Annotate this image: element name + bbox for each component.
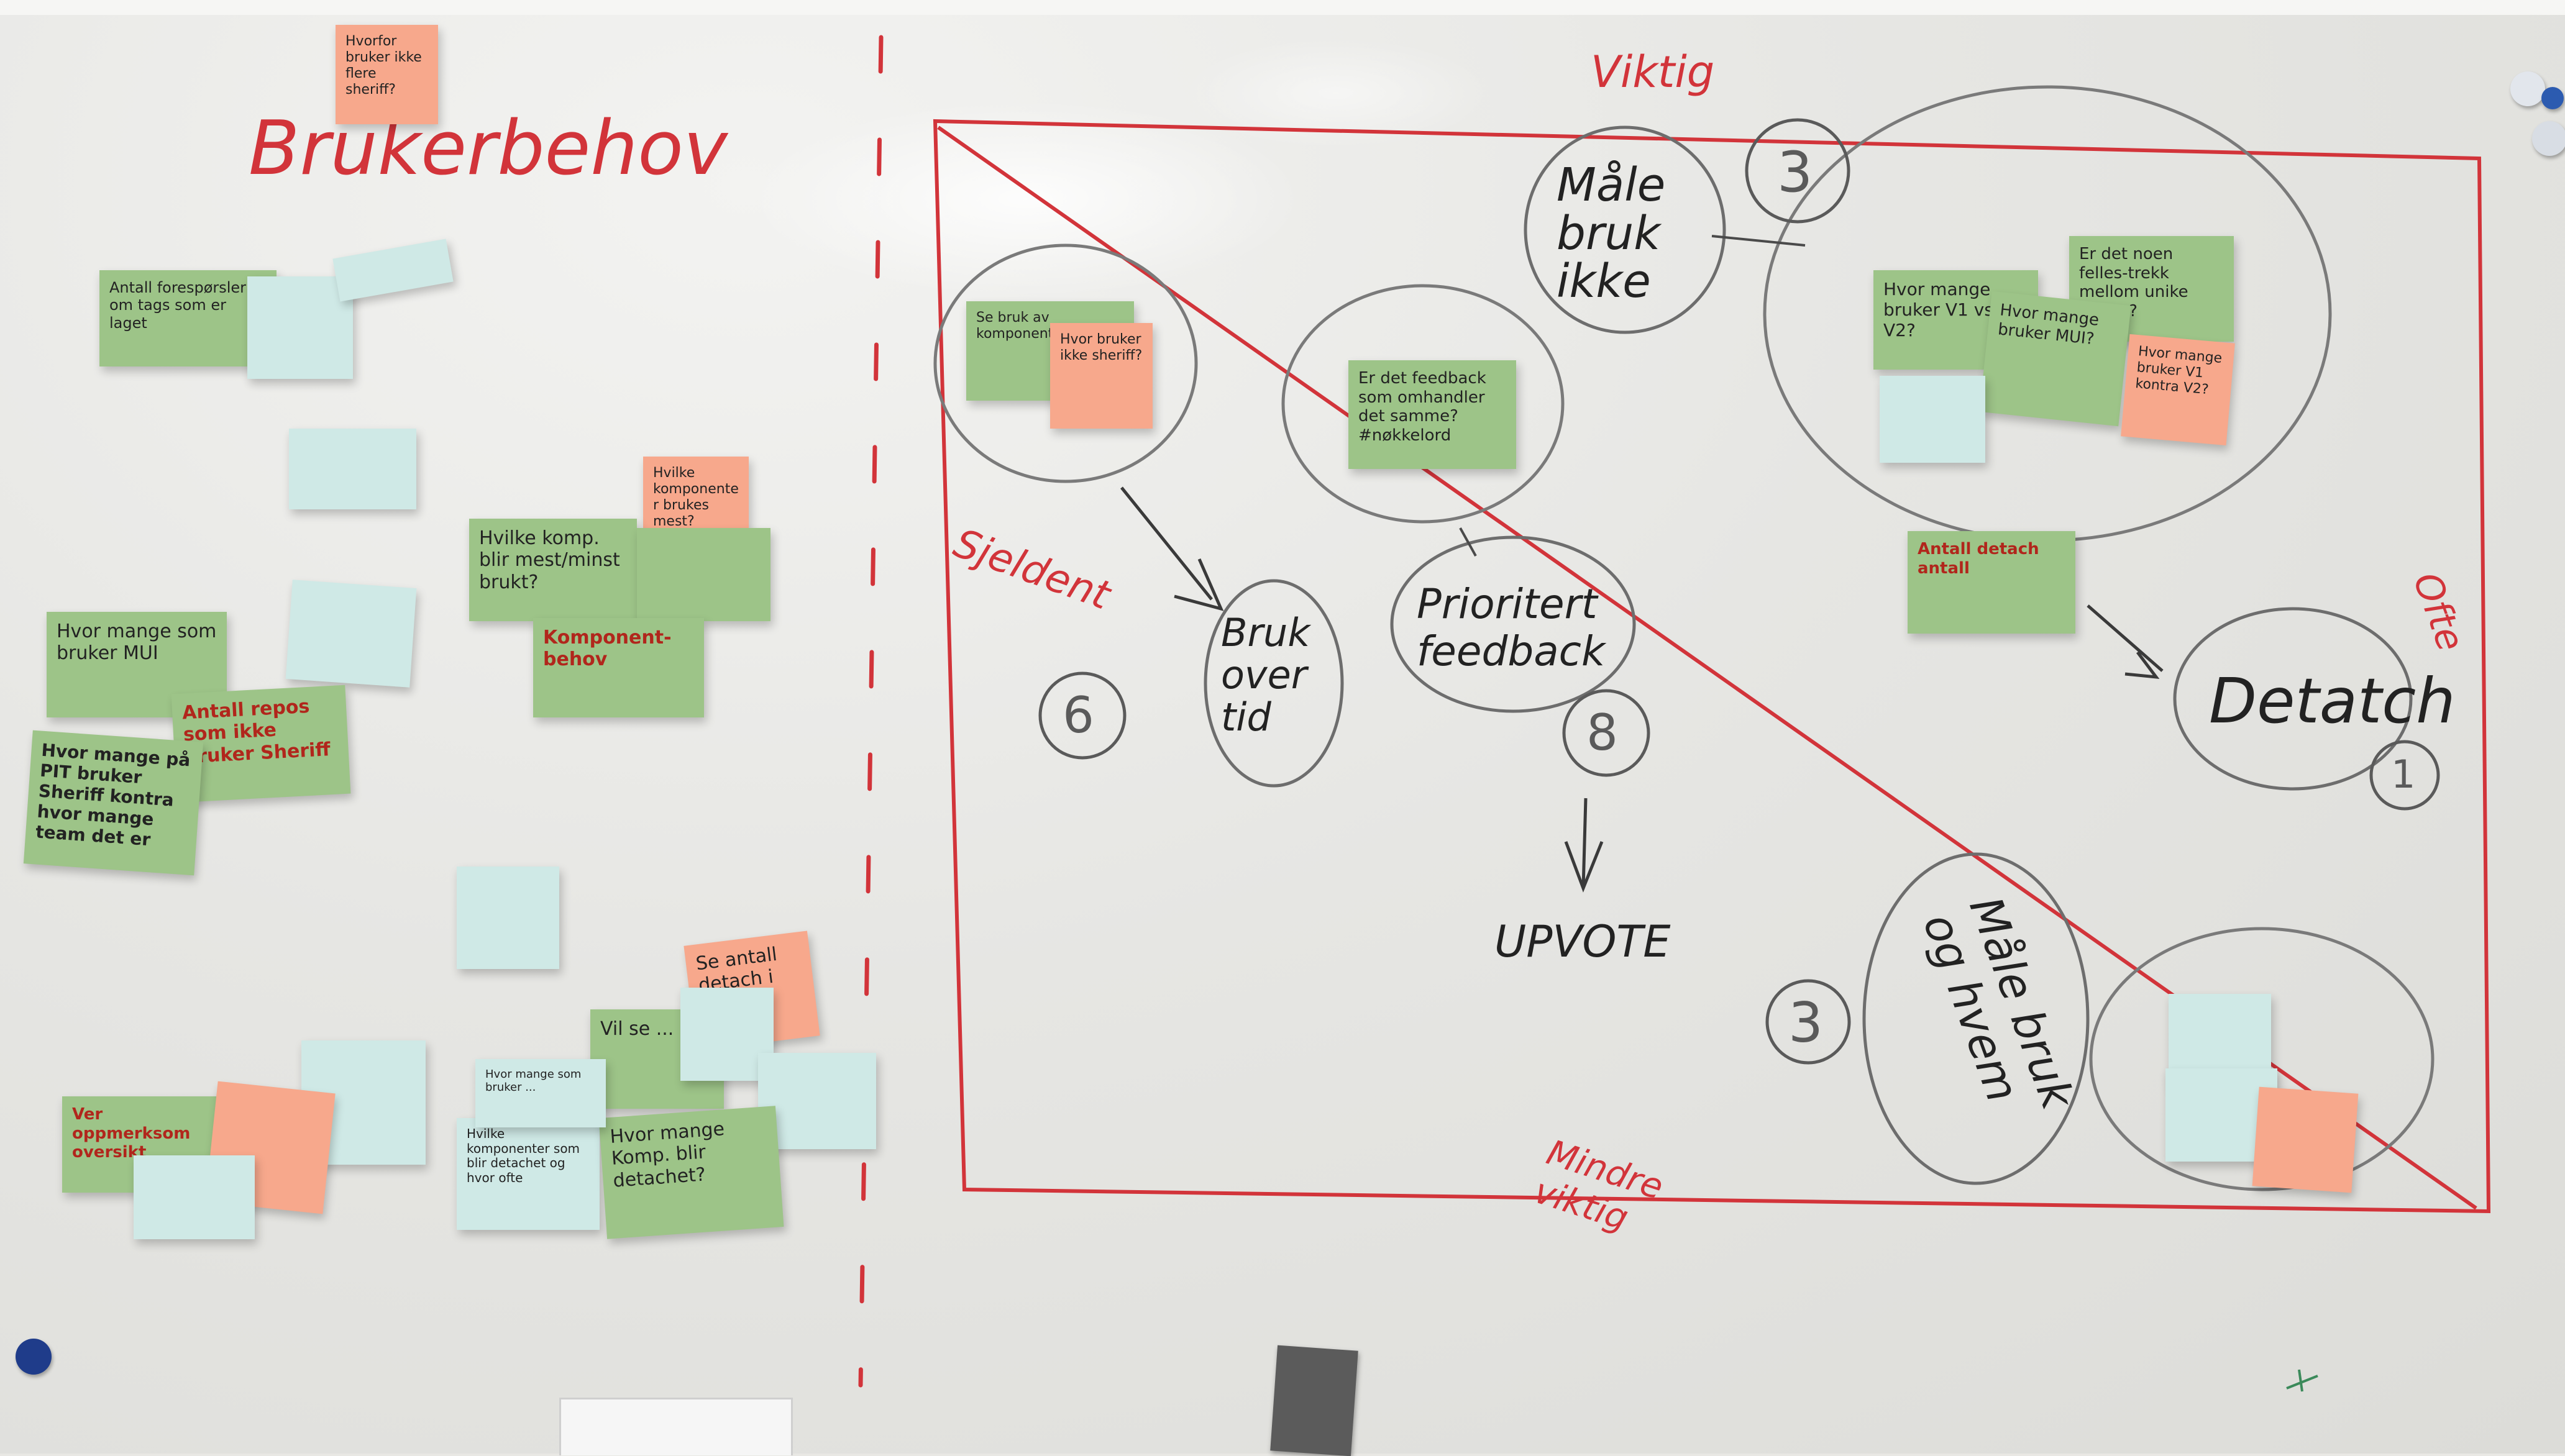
- label-male-bruk-ikke: Måle bruk ikke: [1557, 158, 1666, 309]
- sticky-note[interactable]: [289, 429, 416, 509]
- cluster-circle-male-hvem: [1862, 852, 2090, 1185]
- number-circle-3-bottom: [1765, 979, 1851, 1065]
- sticky-note[interactable]: [758, 1053, 876, 1149]
- sticky-note[interactable]: Hvor mange som bruker ...: [475, 1059, 606, 1127]
- sticky-note[interactable]: Komponent-behov: [533, 618, 704, 717]
- label-bruk-over-tid: Bruk over tid: [1221, 610, 1310, 740]
- label-upvote: UPVOTE: [1494, 916, 1671, 967]
- sticky-note[interactable]: Hvor bruker ikke sheriff?: [1050, 323, 1153, 429]
- cluster-circle-bottom-right: [2089, 927, 2435, 1191]
- cluster-circle-se-bruk: [933, 243, 1198, 483]
- sticky-note[interactable]: Hvilke komp. blir mest/minst brukt?: [469, 519, 637, 621]
- sticky-note[interactable]: [134, 1155, 255, 1239]
- magnet-icon[interactable]: [2541, 87, 2564, 109]
- number-circle-3-top: [1745, 118, 1850, 224]
- cluster-circle-bruk-over-tid: [1204, 579, 1344, 788]
- marker-tray: [559, 1398, 793, 1455]
- number-circle-6: [1038, 671, 1127, 760]
- sticky-note[interactable]: Hvor mange på PIT bruker Sheriff kontra …: [23, 730, 204, 876]
- magnet-icon[interactable]: [2532, 121, 2565, 156]
- number-6: 6: [1063, 686, 1094, 744]
- cluster-circle-prioritert: [1390, 535, 1636, 713]
- connector-line: [1459, 527, 1477, 557]
- sticky-note[interactable]: [247, 276, 353, 379]
- number-circle-1: [2369, 740, 2440, 811]
- sticky-note[interactable]: Er det feedback som omhandler det samme?…: [1348, 360, 1516, 469]
- number-circle-8: [1562, 689, 1650, 777]
- sticky-note[interactable]: [637, 528, 770, 621]
- arrow-to-detatch: [2087, 604, 2164, 680]
- arrow-to-upvote: [1564, 798, 1604, 893]
- eraser[interactable]: [1270, 1345, 1358, 1456]
- sticky-note[interactable]: Hvor mange Komp. blir detachet?: [598, 1106, 784, 1239]
- whiteboard-top-frame: [0, 0, 2565, 15]
- sticky-note[interactable]: [457, 867, 559, 969]
- number-1: 1: [2391, 752, 2416, 797]
- number-8: 8: [1586, 704, 1618, 762]
- sticky-note[interactable]: Antall detach antall: [1908, 531, 2075, 634]
- magnet-icon[interactable]: [2510, 71, 2545, 106]
- sticky-note[interactable]: Hvorfor bruker ikke flere sheriff?: [336, 25, 438, 124]
- cluster-circle-detatch: [2173, 607, 2413, 791]
- sticky-note[interactable]: Hvor mange bruker MUI?: [1979, 291, 2131, 427]
- sticky-note[interactable]: [2252, 1086, 2359, 1193]
- label-detatch: Detatch: [2209, 665, 2456, 737]
- sticky-note[interactable]: Antall forespørsler om tags som er laget: [99, 270, 277, 366]
- label-prioritert-feedback: Prioritert feedback: [1417, 580, 1606, 675]
- sticky-note[interactable]: Hvilke komponenter som blir detachet og …: [457, 1118, 600, 1230]
- connector-line: [1711, 235, 1806, 247]
- matrix-frame: [933, 119, 2491, 1214]
- green-mark: [2286, 1369, 2318, 1392]
- sticky-note[interactable]: Hvor mange bruker V1 kontra V2?: [2121, 334, 2235, 446]
- number-3-bottom: 3: [1788, 991, 1823, 1055]
- dashed-divider-line: [858, 35, 884, 1388]
- cluster-circle-male-bruk: [1524, 125, 1726, 334]
- cluster-circle-feedback: [1281, 284, 1565, 524]
- sticky-note[interactable]: [285, 580, 417, 688]
- magnet-icon[interactable]: [16, 1339, 52, 1375]
- brukerbehov-title: Brukerbehov: [249, 106, 728, 192]
- sticky-note[interactable]: [1880, 376, 1985, 463]
- arrow-to-bruk-over-tid: [1120, 486, 1224, 611]
- number-3-top: 3: [1777, 140, 1813, 205]
- label-viktig: Viktig: [1591, 47, 1715, 98]
